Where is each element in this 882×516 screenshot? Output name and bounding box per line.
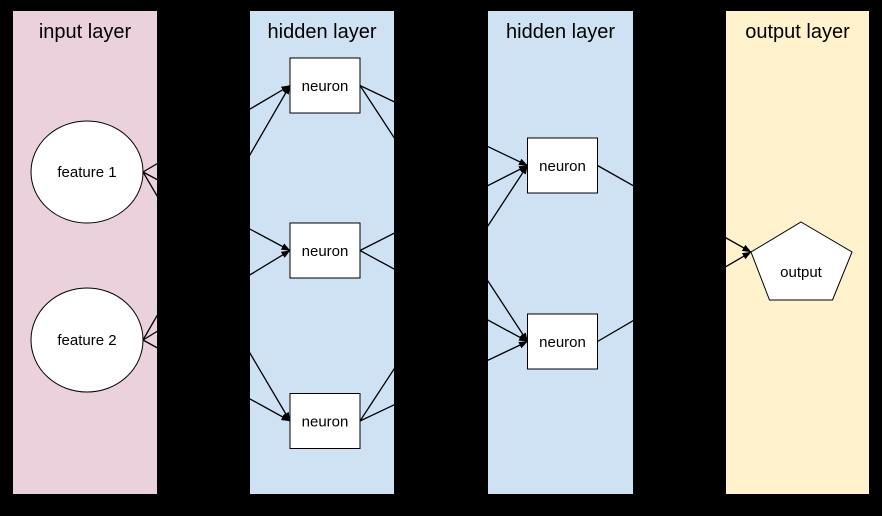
edge-h1n1-to-h2n1 <box>359 84 528 167</box>
edge-h1n1-to-h2n2 <box>359 85 529 342</box>
feature-2-node[interactable] <box>30 287 144 393</box>
edge-h1n3-to-h2n1 <box>359 165 529 422</box>
hidden2-neuron-1-node[interactable] <box>527 137 598 194</box>
hidden-layer-2-title: hidden layer <box>506 21 615 43</box>
edge-f1-to-h1n1 <box>142 84 291 173</box>
edge-h1n3-to-h2n2 <box>359 340 528 422</box>
hidden1-neuron-2-label: neuron <box>302 243 349 260</box>
hidden1-neuron-1-node[interactable] <box>289 57 361 114</box>
feature-2-label: feature 2 <box>57 332 116 349</box>
edge-h2n2-to-out <box>597 251 752 343</box>
edge-f1-to-h1n3 <box>142 171 291 422</box>
hidden2-neuron-2-node[interactable] <box>527 313 598 370</box>
feature-1-label: feature 1 <box>57 164 116 181</box>
edge-f2-to-h1n1 <box>142 85 291 341</box>
hidden1-neuron-1-label: neuron <box>302 78 349 95</box>
hidden-layer-2-panel <box>488 11 633 494</box>
output-layer-title: output layer <box>745 21 850 43</box>
edge-h1n2-to-h2n1 <box>359 164 528 252</box>
edge-f2-to-h1n3 <box>142 339 291 422</box>
input-layer-panel <box>13 11 157 494</box>
edge-f2-to-h1n2 <box>142 249 291 341</box>
edge-h2n1-to-out <box>597 164 752 253</box>
hidden1-neuron-3-node[interactable] <box>289 393 361 449</box>
edge-h1n2-to-h2n2 <box>359 249 528 343</box>
hidden-layer-1-title: hidden layer <box>268 21 377 43</box>
input-layer-title: input layer <box>39 21 132 43</box>
hidden1-neuron-3-label: neuron <box>302 414 349 431</box>
output-node-label: output <box>780 264 823 281</box>
hidden2-neuron-1-label: neuron <box>539 158 586 175</box>
hidden2-neuron-2-label: neuron <box>539 334 586 351</box>
hidden1-neuron-2-node[interactable] <box>289 222 361 279</box>
feature-1-node[interactable] <box>30 120 144 224</box>
output-node[interactable] <box>750 221 853 301</box>
edge-f1-to-h1n2 <box>142 171 291 252</box>
edge-group <box>142 84 752 422</box>
